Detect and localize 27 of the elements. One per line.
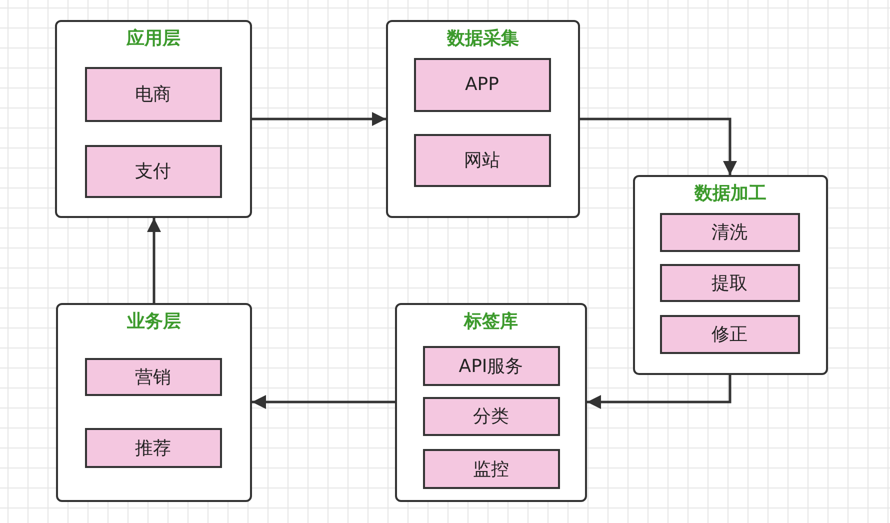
group-box <box>633 175 828 375</box>
process-box: 清洗 <box>660 212 800 252</box>
group-box <box>56 303 252 502</box>
group-heading: 应用层 <box>125 27 182 50</box>
group-heading: 标签库 <box>462 310 519 333</box>
arrow <box>580 118 737 175</box>
group-box <box>386 20 580 218</box>
process-box: 推荐 <box>84 428 222 468</box>
process-box: 网站 <box>414 134 550 186</box>
process-box: 分类 <box>422 396 560 436</box>
arrow <box>587 375 732 409</box>
process-box: 提取 <box>660 264 800 302</box>
group-box <box>55 20 252 218</box>
arrow <box>252 395 395 409</box>
process-box: APP <box>414 58 550 112</box>
group-heading: 数据加工 <box>693 182 768 205</box>
process-box: 营销 <box>84 358 222 396</box>
arrow <box>252 112 386 126</box>
process-box: 修正 <box>660 314 800 354</box>
process-box: 监控 <box>422 448 560 488</box>
group-heading: 业务层 <box>126 310 182 333</box>
process-box: 电商 <box>84 66 222 122</box>
process-box: 支付 <box>84 144 222 198</box>
group-heading: 数据采集 <box>446 27 520 50</box>
process-box: API服务 <box>422 346 560 386</box>
arrow <box>147 218 161 303</box>
group-box <box>395 303 587 502</box>
